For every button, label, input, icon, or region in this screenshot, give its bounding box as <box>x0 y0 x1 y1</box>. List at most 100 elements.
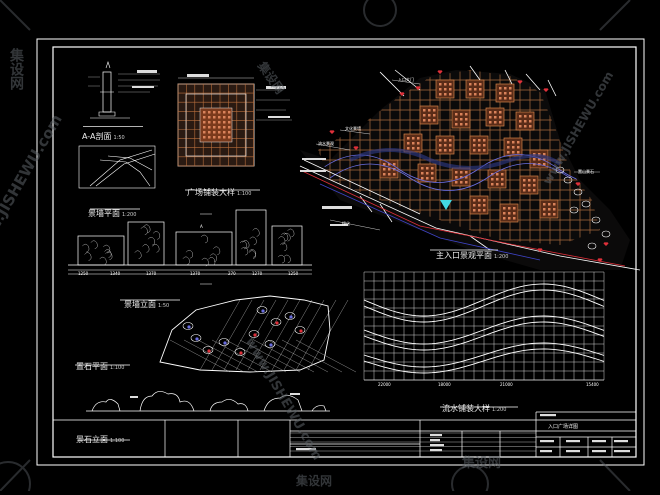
elevation-texture-mark <box>253 228 260 236</box>
elevation-texture-mark <box>183 257 190 265</box>
paving-dot <box>460 123 463 126</box>
paving-dot <box>449 93 452 96</box>
title-block-text <box>540 450 552 452</box>
title-block-text <box>592 440 606 442</box>
section-mark-label: A <box>200 224 203 229</box>
title-block-text <box>614 450 630 452</box>
paving-dot <box>444 83 447 86</box>
axis-value: 22000 <box>378 382 391 387</box>
paving-dot <box>478 139 481 142</box>
paving-tile <box>213 121 216 124</box>
paving-dot <box>529 125 532 128</box>
paving-tile <box>228 136 231 139</box>
paving-dot <box>444 139 447 142</box>
paving-dot <box>469 93 472 96</box>
paving-tile <box>208 126 211 129</box>
paving-dot <box>513 217 516 220</box>
paving-dot <box>499 121 502 124</box>
stone-grid-line <box>272 300 312 370</box>
stone-grid-line <box>212 300 252 370</box>
elevation-texture-mark <box>91 241 98 249</box>
rock-marker <box>239 351 242 354</box>
stone-plan-title: 置石平面1:100 <box>76 354 124 373</box>
paving-dot <box>499 116 502 119</box>
paving-tile <box>213 136 216 139</box>
paving-dot <box>478 149 481 152</box>
elevation-texture-mark <box>249 251 256 259</box>
paving-tile <box>223 116 226 119</box>
view-title: 景墙立面 <box>124 300 156 309</box>
paving-dot <box>524 115 527 118</box>
paving-dot <box>428 119 431 122</box>
dimension-value: 1340 <box>110 271 120 276</box>
dimension-value: 270 <box>228 271 236 276</box>
title-block-text <box>566 440 580 442</box>
watermark-mark-left: 集设网 <box>6 48 26 90</box>
paving-dot <box>473 149 476 152</box>
entrance-plan-title: 主入口景观平面1:200 <box>436 243 508 262</box>
paving-dot <box>483 209 486 212</box>
dimension-value: 1370 <box>190 271 200 276</box>
paving-dot <box>512 141 515 144</box>
paving-dot <box>473 139 476 142</box>
title-block-text <box>540 414 556 416</box>
paving-dot <box>508 217 511 220</box>
view-scale: 1:50 <box>113 135 124 141</box>
paving-tile <box>203 121 206 124</box>
rock-marker <box>275 321 278 324</box>
paving-dot <box>455 171 458 174</box>
paving-dot <box>383 163 386 166</box>
paving-dot <box>473 204 476 207</box>
title-block-text <box>614 440 628 442</box>
paving-dot <box>423 109 426 112</box>
paving-tile <box>203 111 206 114</box>
paving-tile <box>218 116 221 119</box>
title-block-text <box>430 439 440 441</box>
elevation-texture-mark <box>148 237 155 245</box>
paving-dot <box>388 168 391 171</box>
paving-dot <box>496 173 499 176</box>
paving-dot <box>426 172 429 175</box>
paving-tile <box>203 136 206 139</box>
wall-elevation-title: 景墙立面1:50 <box>124 292 169 311</box>
paving-dot <box>496 183 499 186</box>
paving-dot <box>444 93 447 96</box>
paving-dot <box>455 181 458 184</box>
paving-dot <box>439 149 442 152</box>
paving-dot <box>483 144 486 147</box>
elevation-texture-mark <box>141 227 148 235</box>
paving-tile <box>228 121 231 124</box>
stone-grid-line <box>200 300 240 370</box>
paving-dot <box>423 114 426 117</box>
paving-dot <box>417 147 420 150</box>
paving-dot <box>412 137 415 140</box>
paving-dot <box>412 147 415 150</box>
title-block-text <box>592 450 606 452</box>
paving-tile <box>208 136 211 139</box>
paving-dot <box>449 83 452 86</box>
view-title: 置石平面 <box>76 362 108 371</box>
paving-dot <box>548 213 551 216</box>
watermark-mark-bottom-left: 集设网 <box>296 472 332 489</box>
paving-dot <box>449 144 452 147</box>
paving-dot <box>473 199 476 202</box>
paving-dot <box>501 178 504 181</box>
view-scale: 1:100 <box>110 365 124 371</box>
dimension-value: 1370 <box>146 271 156 276</box>
paving-dot <box>494 121 497 124</box>
paving-dot <box>428 109 431 112</box>
elevation-texture-mark <box>208 257 215 265</box>
watermark-mark-bottom: 集设网 <box>462 452 501 471</box>
elevation-texture-mark <box>153 231 160 239</box>
paving-dot <box>553 208 556 211</box>
paving-tile <box>203 116 206 119</box>
rock-marker <box>207 349 210 352</box>
paving-dot <box>503 217 506 220</box>
paving-dot <box>478 144 481 147</box>
elevation-texture-mark <box>135 251 142 259</box>
view-title: 流水铺装大样 <box>442 404 490 413</box>
paving-dot <box>444 88 447 91</box>
elevation-texture-mark <box>278 255 285 263</box>
paving-tile <box>218 126 221 129</box>
